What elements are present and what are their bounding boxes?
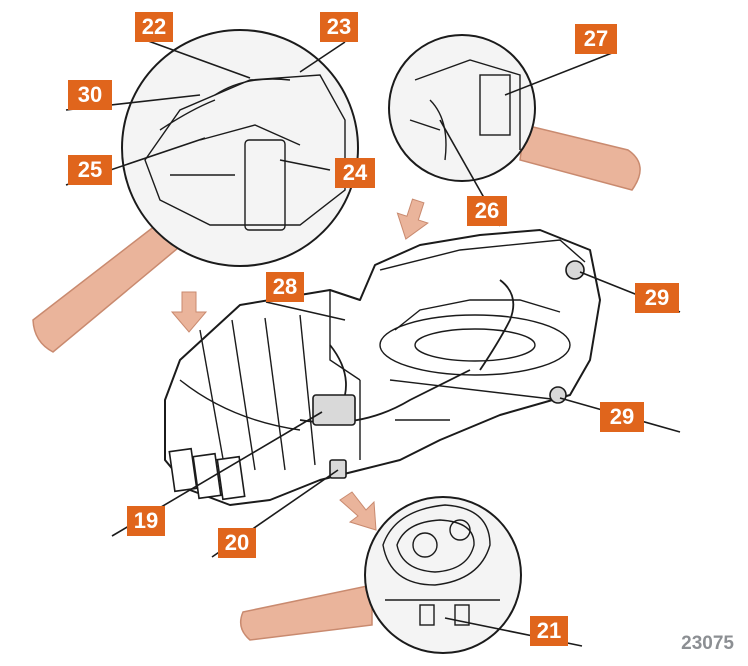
component-29-upper — [565, 260, 585, 280]
callout-19: 19 — [127, 506, 165, 536]
direction-arrow-icon — [339, 491, 377, 531]
detail-circle-top-left — [121, 29, 359, 267]
callout-24: 24 — [335, 158, 375, 188]
callout-21: 21 — [530, 616, 568, 646]
callout-23: 23 — [320, 12, 358, 42]
figure-number: 23075 — [681, 633, 734, 654]
detail-circle-top-right — [388, 34, 536, 182]
air-outlet-ducts — [168, 447, 246, 501]
component-20 — [329, 459, 347, 479]
hvac-unit-details — [179, 239, 586, 471]
callout-22: 22 — [135, 12, 173, 42]
callout-29-upper: 29 — [635, 283, 679, 313]
callout-20: 20 — [218, 528, 256, 558]
callout-27: 27 — [575, 24, 617, 54]
component-19 — [312, 394, 356, 426]
component-29-lower — [549, 386, 567, 404]
callout-30: 30 — [68, 80, 112, 110]
magnifier-beam-icon — [239, 584, 373, 641]
callout-26: 26 — [467, 196, 507, 226]
magnifier-beam-icon — [519, 124, 641, 191]
detail-circle-bottom — [364, 496, 522, 654]
hvac-unit-body — [164, 229, 601, 506]
callout-28: 28 — [266, 272, 304, 302]
callout-25: 25 — [68, 155, 112, 185]
direction-arrow-icon — [170, 291, 208, 333]
magnifier-beam-icon — [32, 221, 179, 353]
callout-29-lower: 29 — [600, 402, 644, 432]
direction-arrow-icon — [396, 198, 429, 240]
